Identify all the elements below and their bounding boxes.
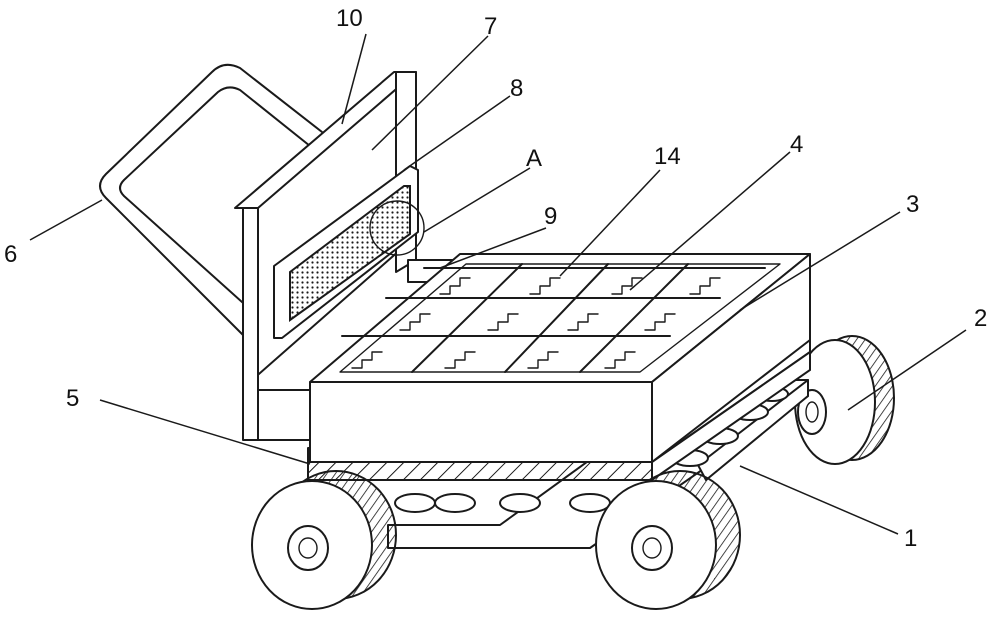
label-6: 6 xyxy=(4,241,17,268)
label-1: 1 xyxy=(904,525,917,552)
label-10: 10 xyxy=(336,5,363,32)
reference-labels: 10 7 8 A 14 4 3 9 6 2 5 1 xyxy=(4,5,987,552)
leader-lines xyxy=(29,33,967,535)
label-2: 2 xyxy=(974,305,987,332)
label-9: 9 xyxy=(544,203,557,230)
push-handle xyxy=(99,63,323,339)
front-right-wheel xyxy=(595,470,741,610)
label-8: 8 xyxy=(510,75,523,102)
label-3: 3 xyxy=(906,191,919,218)
label-5: 5 xyxy=(66,385,79,412)
label-4: 4 xyxy=(790,131,803,158)
label-7: 7 xyxy=(484,13,497,40)
rear-wheel xyxy=(794,335,895,465)
cell-grid xyxy=(341,263,766,373)
label-a: A xyxy=(526,145,542,172)
label-14: 14 xyxy=(654,143,681,170)
front-left-wheel xyxy=(251,470,397,610)
